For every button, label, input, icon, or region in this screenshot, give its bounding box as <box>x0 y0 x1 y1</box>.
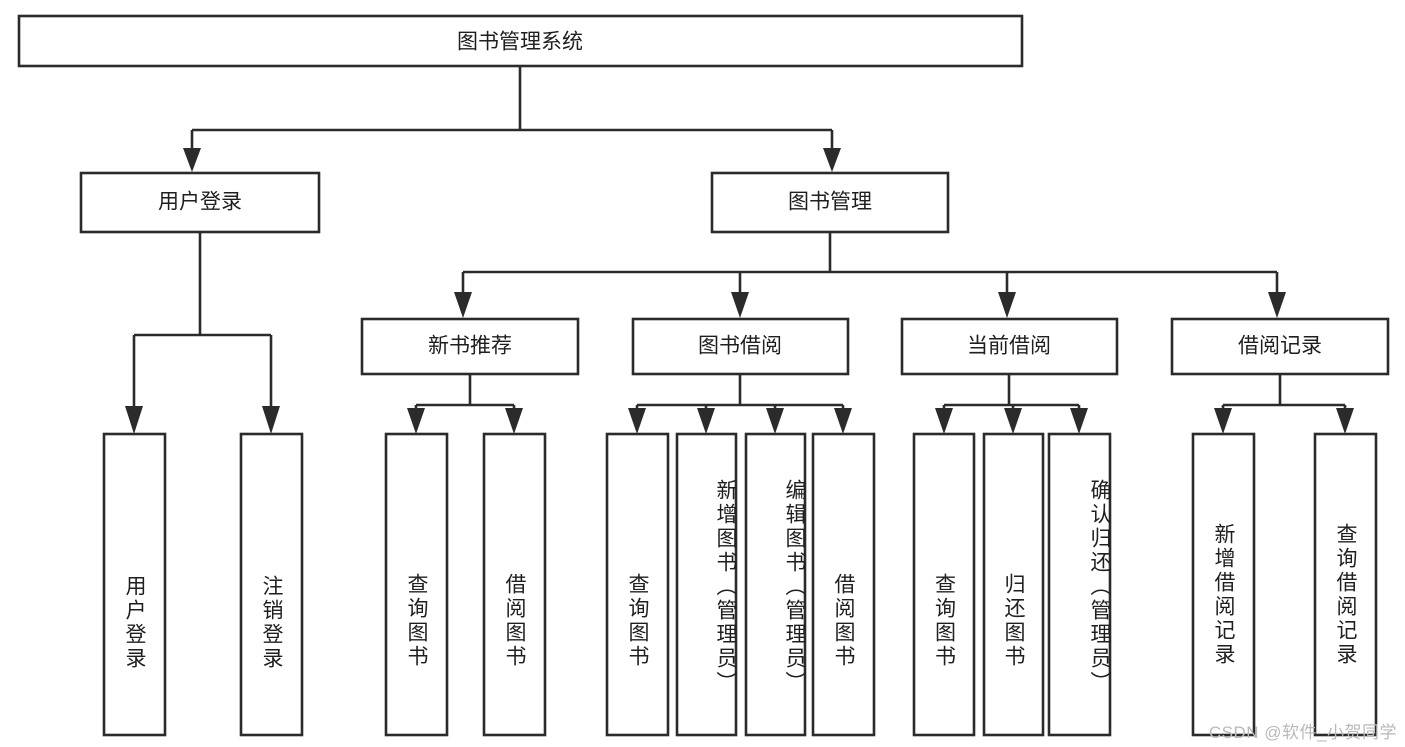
leaf-box-br-add-record[interactable] <box>1191 432 1256 737</box>
arrow-book-manage <box>823 148 841 172</box>
node-new-book-recommend-box <box>360 317 580 376</box>
arrow-cb-query-book <box>935 408 953 434</box>
arrow-bb-borrow-book <box>834 408 852 434</box>
leaf-box-bb-add-book[interactable] <box>675 432 738 737</box>
arrow-current-borrow <box>998 292 1016 318</box>
leaf-boxes <box>102 432 1378 737</box>
leaf-box-nb-borrow-book[interactable] <box>482 432 547 737</box>
arrow-nb-borrow-book <box>505 408 523 434</box>
node-root-book-management-system[interactable]: 图书管理系统 <box>17 14 1024 68</box>
node-current-borrow-label: 当前借阅 <box>967 335 1051 358</box>
node-book-management-box <box>710 171 950 234</box>
node-book-management[interactable]: 图书管理 <box>710 171 950 234</box>
node-current-borrow-box <box>900 317 1119 376</box>
connector-new-book-to-leaves <box>407 374 523 434</box>
node-borrow-record-box <box>1170 317 1390 376</box>
arrow-bb-edit-book <box>766 408 784 434</box>
arrow-cb-confirm-return <box>1070 408 1088 434</box>
connector-current-borrow-to-leaves <box>935 374 1088 434</box>
node-book-borrow-box <box>631 317 850 376</box>
leaf-box-br-query-record[interactable] <box>1313 432 1378 737</box>
arrow-br-query-record <box>1336 408 1354 434</box>
arrow-borrow-record <box>1268 292 1286 318</box>
node-user-login-box <box>79 171 321 234</box>
arrow-user-login <box>183 148 201 172</box>
arrow-new-book-recommend <box>454 292 472 318</box>
node-user-login[interactable]: 用户登录 <box>79 171 321 234</box>
node-book-borrow-label: 图书借阅 <box>698 335 782 358</box>
arrow-nb-query-book <box>407 408 425 434</box>
arrow-bb-add-book <box>697 408 715 434</box>
arrow-bb-query-book <box>628 408 646 434</box>
node-new-book-recommend[interactable]: 新书推荐 <box>360 317 580 376</box>
node-current-borrow[interactable]: 当前借阅 <box>900 317 1119 376</box>
leaf-box-logout[interactable] <box>239 432 304 737</box>
arrow-leaf-user-login <box>125 406 143 434</box>
leaf-box-bb-borrow-book[interactable] <box>811 432 876 737</box>
arrow-leaf-logout <box>262 406 280 434</box>
leaf-box-bb-query-book[interactable] <box>605 432 670 737</box>
leaf-box-cb-return-book[interactable] <box>982 432 1045 737</box>
leaf-box-cb-confirm-return[interactable] <box>1047 432 1112 737</box>
node-new-book-recommend-label: 新书推荐 <box>428 335 512 358</box>
arrow-br-add-record <box>1214 408 1232 434</box>
leaf-box-user-login[interactable] <box>102 432 167 737</box>
arrow-book-borrow <box>731 292 749 318</box>
arrow-cb-return-book <box>1004 408 1022 434</box>
csdn-watermark: CSDN @软件_小贺同学 <box>1208 723 1397 742</box>
leaf-box-bb-edit-book[interactable] <box>744 432 807 737</box>
node-borrow-record[interactable]: 借阅记录 <box>1170 317 1390 376</box>
leaf-box-cb-query-book[interactable] <box>912 432 976 737</box>
connector-borrow-record-to-leaves <box>1214 374 1354 434</box>
leaf-box-nb-query-book[interactable] <box>384 432 449 737</box>
connector-user-login-to-leaves <box>125 233 280 434</box>
connector-root-to-level1 <box>183 66 841 172</box>
node-borrow-record-label: 借阅记录 <box>1238 335 1322 358</box>
connector-book-manage-to-level2 <box>454 233 1286 318</box>
connector-book-borrow-to-leaves <box>628 374 852 434</box>
node-book-management-label: 图书管理 <box>788 191 872 214</box>
node-user-login-label: 用户登录 <box>158 191 242 214</box>
node-root-label: 图书管理系统 <box>457 31 583 54</box>
node-book-borrow[interactable]: 图书借阅 <box>631 317 850 376</box>
node-root-box <box>17 14 1024 68</box>
